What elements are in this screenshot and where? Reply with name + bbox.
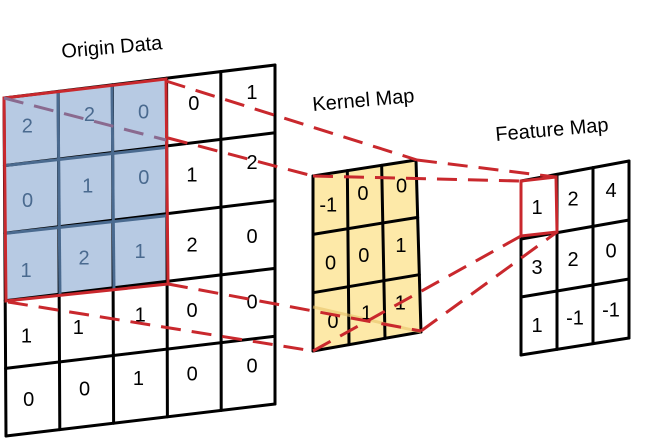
kernel-cell: -1 (319, 194, 337, 216)
connector-kernel-top (416, 158, 557, 179)
origin-cell: 1 (186, 165, 197, 187)
kernel-grid-vline (380, 163, 387, 340)
origin-window-vline (110, 85, 116, 290)
origin-cell: 0 (187, 364, 198, 386)
connector-origin-inner-top (167, 136, 314, 178)
kernel-grid-hline (311, 330, 423, 353)
feature-cell: 2 (567, 188, 578, 210)
origin-cell: 1 (133, 368, 144, 390)
feature-cell: 4 (605, 180, 616, 202)
kernel-grid-vline (345, 169, 351, 347)
kernel-cell: 1 (361, 303, 372, 325)
kernel-cell: 0 (325, 253, 336, 275)
kernel-map-title: Kernel Map (312, 85, 416, 116)
connector-origin-top (165, 79, 418, 162)
origin-cell: 2 (186, 234, 197, 256)
origin-cell: 0 (187, 300, 198, 322)
connector-origin-diagonal (3, 96, 167, 142)
kernel-cell: 1 (395, 235, 406, 257)
feature-cell: 1 (531, 197, 542, 219)
origin-cell: 0 (79, 379, 90, 401)
origin-grid-hline (4, 402, 277, 438)
origin-highlight-region (4, 79, 168, 301)
connector-kernel-bottom-left (312, 234, 522, 353)
kernel-cell: 0 (327, 311, 338, 333)
feature-cell: 0 (605, 241, 616, 263)
projection-connectors (3, 79, 558, 353)
origin-window-vline (56, 91, 62, 296)
connector-kernel-mid (312, 174, 522, 183)
feature-map-title: Feature Map (495, 114, 610, 146)
origin-window-hline (5, 214, 168, 235)
kernel-grid-vline (414, 158, 423, 334)
feature-cell: 3 (531, 257, 542, 279)
origin-cell: 0 (246, 292, 257, 314)
origin-data-grid: 2 2 0 0 1 0 1 0 1 2 1 2 1 2 0 1 1 1 0 0 0 0 1 0 0 (2, 63, 277, 438)
kernel-cell: 0 (357, 183, 368, 205)
kernel-grid-hline (311, 215, 420, 236)
feature-cell: -1 (602, 299, 620, 321)
origin-cell: 0 (247, 355, 258, 377)
kernel-fill (313, 160, 421, 351)
origin-cell: 1 (82, 176, 93, 198)
kernel-grid-hline (311, 158, 418, 178)
feature-cell: 2 (567, 249, 578, 271)
feature-grid-hline (519, 277, 631, 299)
connector-origin-inner-bottom (167, 282, 422, 333)
feature-cell: -1 (566, 307, 584, 329)
feature-grid-hline (519, 218, 631, 241)
feature-map-grid: 1 2 4 3 2 0 1 -1 -1 (519, 159, 631, 357)
origin-cell: 2 (84, 104, 95, 126)
origin-data-title: Origin Data (61, 32, 165, 63)
origin-cell: 1 (20, 260, 31, 282)
origin-grid-hline (4, 334, 277, 370)
connector-origin-bottom (7, 300, 314, 353)
origin-cell: 0 (23, 389, 34, 411)
kernel-grid-hline (311, 273, 421, 295)
origin-cell: 0 (138, 167, 149, 189)
origin-cell: 1 (21, 325, 32, 347)
connector-kernel-bottom-right (420, 230, 558, 333)
origin-cell: 2 (246, 152, 257, 174)
origin-window-hline (4, 145, 167, 168)
origin-cell: 1 (73, 317, 84, 339)
origin-cell: 2 (22, 116, 33, 138)
origin-cell: 0 (22, 190, 33, 212)
origin-cell: 2 (78, 247, 89, 269)
origin-cell: 1 (246, 82, 257, 104)
origin-cell: 0 (246, 226, 257, 248)
feature-grid-hline (519, 336, 631, 357)
kernel-cell: 0 (396, 175, 407, 197)
feature-cell: 1 (531, 315, 542, 337)
origin-cell: 1 (135, 304, 146, 326)
kernel-cell: 0 (358, 245, 369, 267)
origin-cell: 0 (138, 101, 149, 123)
origin-cell: 0 (188, 93, 199, 115)
origin-cell: 1 (134, 241, 145, 263)
